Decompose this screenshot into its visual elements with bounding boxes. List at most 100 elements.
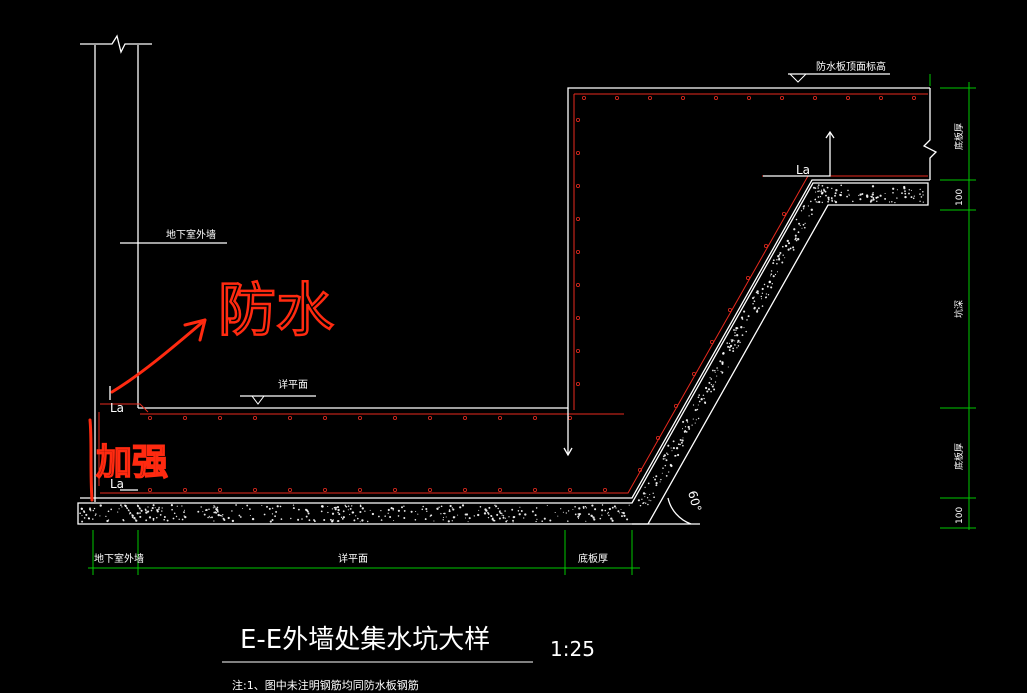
concrete-speckle	[680, 441, 683, 444]
dim-label-pit-depth: 坑深	[953, 300, 965, 318]
concrete-speckle	[320, 510, 323, 513]
concrete-speckle	[349, 507, 352, 510]
concrete-speckle	[846, 195, 848, 198]
concrete-speckle	[834, 200, 838, 204]
rebar-section-dot	[780, 96, 785, 101]
concrete-speckle	[353, 519, 356, 522]
concrete-speckle	[79, 512, 81, 515]
concrete-speckle	[922, 190, 924, 193]
concrete-speckle	[727, 345, 730, 348]
rebar-section-dot	[813, 96, 818, 101]
concrete-speckle	[574, 506, 576, 508]
concrete-speckle	[154, 507, 156, 509]
concrete-speckle	[347, 505, 350, 507]
concrete-speckle	[608, 514, 610, 517]
concrete-speckle	[557, 515, 559, 517]
concrete-speckle	[181, 505, 183, 507]
handwritten-annotation: 防水 加强	[88, 275, 335, 502]
concrete-speckle	[421, 508, 424, 511]
concrete-speckle	[124, 504, 127, 508]
concrete-speckle	[698, 394, 700, 396]
dim-label-slab-top: 底板厚	[953, 123, 965, 150]
concrete-speckle	[487, 516, 490, 519]
concrete-speckle	[834, 194, 836, 197]
concrete-speckle	[866, 195, 869, 198]
concrete-speckle	[611, 506, 614, 509]
concrete-speckle	[599, 517, 602, 520]
concrete-speckle	[810, 200, 812, 203]
rebar-section-dot	[392, 487, 397, 492]
concrete-speckle	[746, 319, 748, 321]
concrete-speckle	[660, 478, 662, 481]
rebar-section-dot	[692, 371, 697, 376]
concrete-speckle	[216, 509, 219, 512]
concrete-speckle	[903, 187, 906, 190]
dim-label-detail-plane: 详平面	[338, 552, 368, 565]
concrete-speckle	[884, 192, 886, 195]
concrete-speckle	[139, 512, 141, 514]
concrete-speckle	[692, 404, 695, 406]
concrete-speckle	[592, 516, 595, 519]
concrete-speckle	[465, 513, 469, 516]
concrete-speckle	[901, 192, 903, 195]
concrete-speckle	[274, 515, 276, 518]
concrete-speckle	[207, 516, 209, 519]
concrete-speckle	[511, 508, 514, 511]
concrete-speckle	[710, 378, 713, 380]
concrete-speckle	[543, 517, 546, 520]
rebar-section-dot	[568, 487, 573, 492]
concrete-speckle	[677, 443, 680, 446]
rebar-section-dot	[747, 96, 752, 101]
label-detail-plane: 详平面	[278, 378, 308, 391]
concrete-speckle	[392, 507, 395, 510]
concrete-speckle	[795, 218, 798, 221]
concrete-speckle	[359, 510, 362, 514]
concrete-speckle	[361, 507, 364, 510]
concrete-speckle	[327, 505, 329, 508]
rebar-section-dot	[252, 415, 257, 420]
concrete-speckle	[755, 291, 758, 294]
concrete-speckle	[821, 184, 824, 187]
concrete-speckle	[628, 504, 630, 506]
concrete-speckle	[641, 498, 643, 500]
concrete-speckle	[181, 518, 184, 521]
concrete-speckle	[223, 519, 226, 521]
concrete-speckle	[703, 397, 705, 400]
concrete-speckle	[92, 509, 95, 512]
concrete-speckle	[706, 390, 709, 393]
concrete-speckle	[490, 515, 493, 517]
concrete-speckle	[624, 515, 626, 517]
concrete-speckle	[378, 515, 380, 518]
concrete-speckle	[534, 514, 537, 517]
concrete-speckle	[622, 511, 625, 515]
concrete-speckle	[721, 371, 724, 374]
concrete-speckle	[512, 515, 515, 519]
concrete-speckle	[793, 228, 796, 231]
concrete-speckle	[345, 505, 348, 508]
concrete-speckle	[685, 431, 688, 433]
concrete-speckle	[825, 194, 827, 197]
concrete-speckle	[487, 513, 490, 515]
concrete-speckle	[800, 210, 803, 212]
concrete-speckle	[910, 189, 912, 191]
concrete-speckle	[173, 512, 176, 515]
concrete-speckle	[649, 493, 651, 496]
concrete-speckle	[425, 507, 428, 511]
concrete-speckle	[535, 520, 537, 523]
concrete-speckle	[238, 514, 241, 517]
concrete-speckle	[161, 510, 163, 512]
concrete-speckle	[451, 520, 453, 522]
concrete-speckle	[740, 326, 743, 329]
concrete-speckle	[668, 471, 670, 473]
concrete-speckle	[892, 187, 895, 190]
concrete-speckle	[512, 521, 514, 523]
concrete-speckle	[582, 506, 585, 508]
concrete-speckle	[760, 295, 763, 298]
concrete-speckle	[334, 508, 337, 511]
concrete-speckle	[361, 519, 364, 522]
concrete-speckle	[389, 516, 392, 518]
concrete-speckle	[792, 246, 795, 249]
concrete-speckle	[90, 510, 92, 512]
concrete-speckle	[583, 507, 585, 509]
concrete-speckle	[313, 520, 316, 523]
